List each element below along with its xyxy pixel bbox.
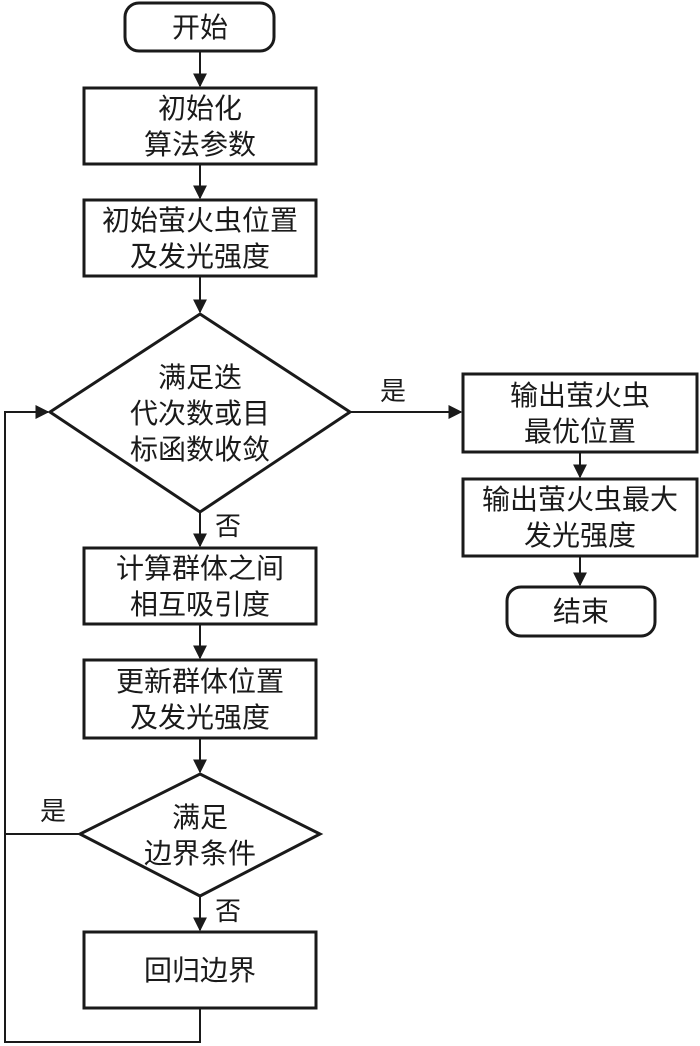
calc-attraction-text: 计算群体之间相互吸引度 [116,552,284,621]
end-node-text: 结束 [553,595,609,628]
node-line: 计算群体之间 [116,552,284,585]
update-positions-text: 更新群体位置及发光强度 [116,665,284,734]
node-line: 代次数或目 [130,397,270,430]
init-fireflies-text: 初始萤火虫位置及发光强度 [102,204,298,273]
node-line: 更新群体位置 [116,665,284,698]
node-line: 满足 [172,801,228,834]
label-converge-no: 否 [215,512,241,542]
check-boundary-text: 满足边界条件 [144,801,256,870]
node-line: 结束 [553,595,609,628]
node-line: 边界条件 [144,837,256,870]
node-line: 满足迭 [158,361,242,394]
node-line: 标函数收敛 [130,433,270,466]
node-line: 相互吸引度 [130,588,270,621]
label-boundary-no: 否 [215,897,241,927]
start-node: 开始 [123,1,276,53]
edges [4,51,587,1043]
check-converge-text: 满足迭代次数或目标函数收敛 [130,361,270,466]
node-line: 输出萤火虫 [510,379,650,412]
calc-attraction-node: 计算群体之间相互吸引度 [82,546,318,626]
node-line: 最优位置 [524,415,636,448]
edge-return-boundary-loop [4,834,201,1043]
node-line: 及发光强度 [130,701,270,734]
node-line: 输出萤火虫最大 [482,483,678,516]
output-position-node: 输出萤火虫最优位置 [461,372,699,454]
node-line: 初始萤火虫位置 [102,204,298,237]
edge-labels: 是 否 是 否 [40,377,406,927]
init-params-node: 初始化算法参数 [82,86,318,166]
check-converge-decision: 满足迭代次数或目标函数收敛 [47,312,353,514]
return-boundary-node: 回归边界 [82,930,318,1010]
node-line: 发光强度 [524,519,636,552]
node-line: 及发光强度 [130,240,270,273]
node-line: 回归边界 [144,954,256,987]
check-boundary-decision: 满足边界条件 [76,772,324,898]
output-brightness-text: 输出萤火虫最大发光强度 [482,483,678,552]
output-position-text: 输出萤火虫最优位置 [510,379,650,448]
output-brightness-node: 输出萤火虫最大发光强度 [461,477,699,558]
label-boundary-yes: 是 [40,797,66,827]
edge-check-boundary-yes-loop [4,405,80,835]
node-line: 算法参数 [144,128,256,161]
start-node-text: 开始 [172,11,228,44]
return-boundary-text: 回归边界 [144,954,256,987]
node-line: 初始化 [158,92,242,125]
init-fireflies-node: 初始萤火虫位置及发光强度 [82,198,318,278]
label-converge-yes: 是 [380,377,406,407]
update-positions-node: 更新群体位置及发光强度 [82,658,318,740]
init-params-text: 初始化算法参数 [144,92,256,161]
end-node: 结束 [505,585,657,638]
node-line: 开始 [172,11,228,44]
